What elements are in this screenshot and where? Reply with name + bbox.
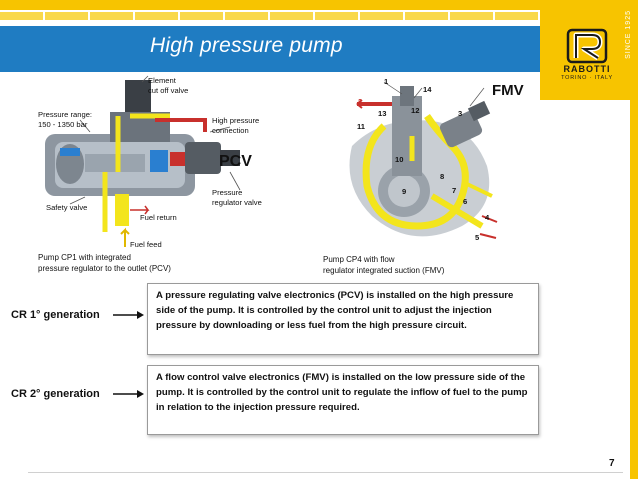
number-2: 2 bbox=[358, 97, 363, 106]
number-3: 3 bbox=[458, 109, 463, 118]
title-band bbox=[0, 26, 540, 72]
right-decorative-stripes bbox=[630, 100, 638, 479]
label-element-cutoff: Element cut off valve bbox=[148, 76, 189, 95]
label-hp-connection: High pressure connection bbox=[212, 116, 260, 135]
arrow-right-icon bbox=[113, 390, 144, 398]
logo-subtitle: TORINO · ITALY bbox=[561, 75, 613, 81]
number-14: 14 bbox=[423, 85, 432, 94]
page-number: 7 bbox=[609, 458, 615, 469]
number-13: 13 bbox=[378, 109, 387, 118]
cr2-generation-label: CR 2° generation bbox=[11, 388, 100, 400]
rabotti-logo: RABOTTI TORINO · ITALY bbox=[554, 28, 620, 86]
caption-cp4: Pump CP4 with flow regulator integrated … bbox=[323, 255, 445, 275]
number-7: 7 bbox=[452, 186, 457, 195]
label-fuel-feed: Fuel feed bbox=[130, 240, 162, 249]
label-pressure-range: Pressure range: 150 - 1350 bar bbox=[38, 110, 93, 129]
caption-cp1: Pump CP1 with integrated pressure regula… bbox=[38, 253, 171, 273]
footer-divider bbox=[28, 472, 623, 473]
slide-title: High pressure pump bbox=[150, 34, 343, 57]
number-4: 4 bbox=[485, 213, 490, 222]
top-dashed-stripe bbox=[0, 12, 540, 20]
cr1-generation-label: CR 1° generation bbox=[11, 309, 100, 321]
number-5: 5 bbox=[475, 233, 480, 242]
number-10: 10 bbox=[395, 155, 404, 164]
number-6: 6 bbox=[463, 197, 468, 206]
cp4-pump-diagram bbox=[349, 81, 498, 239]
cp1-pump-diagram bbox=[45, 75, 241, 247]
number-8: 8 bbox=[440, 172, 445, 181]
label-pcv: PCV bbox=[219, 153, 252, 170]
label-pressure-regulator: Pressure regulator valve bbox=[212, 188, 262, 207]
number-1: 1 bbox=[384, 77, 389, 86]
cr1-description-box: A pressure regulating valve electronics … bbox=[147, 283, 539, 355]
label-safety-valve: Safety valve bbox=[46, 203, 88, 212]
number-12: 12 bbox=[411, 106, 420, 115]
label-fmv: FMV bbox=[492, 82, 524, 99]
number-9: 9 bbox=[402, 187, 407, 196]
number-11: 11 bbox=[357, 122, 366, 131]
top-accent-stripe bbox=[0, 0, 540, 10]
logo-panel: SINCE 1925 RABOTTI TORINO · ITALY bbox=[540, 0, 638, 100]
logo-r-icon bbox=[566, 28, 608, 64]
logo-since: SINCE 1925 bbox=[625, 10, 632, 59]
cr2-description-box: A flow control valve electronics (FMV) i… bbox=[147, 365, 539, 435]
label-fuel-return: Fuel return bbox=[140, 213, 177, 222]
arrow-right-icon bbox=[113, 311, 144, 319]
logo-name: RABOTTI bbox=[563, 64, 611, 74]
